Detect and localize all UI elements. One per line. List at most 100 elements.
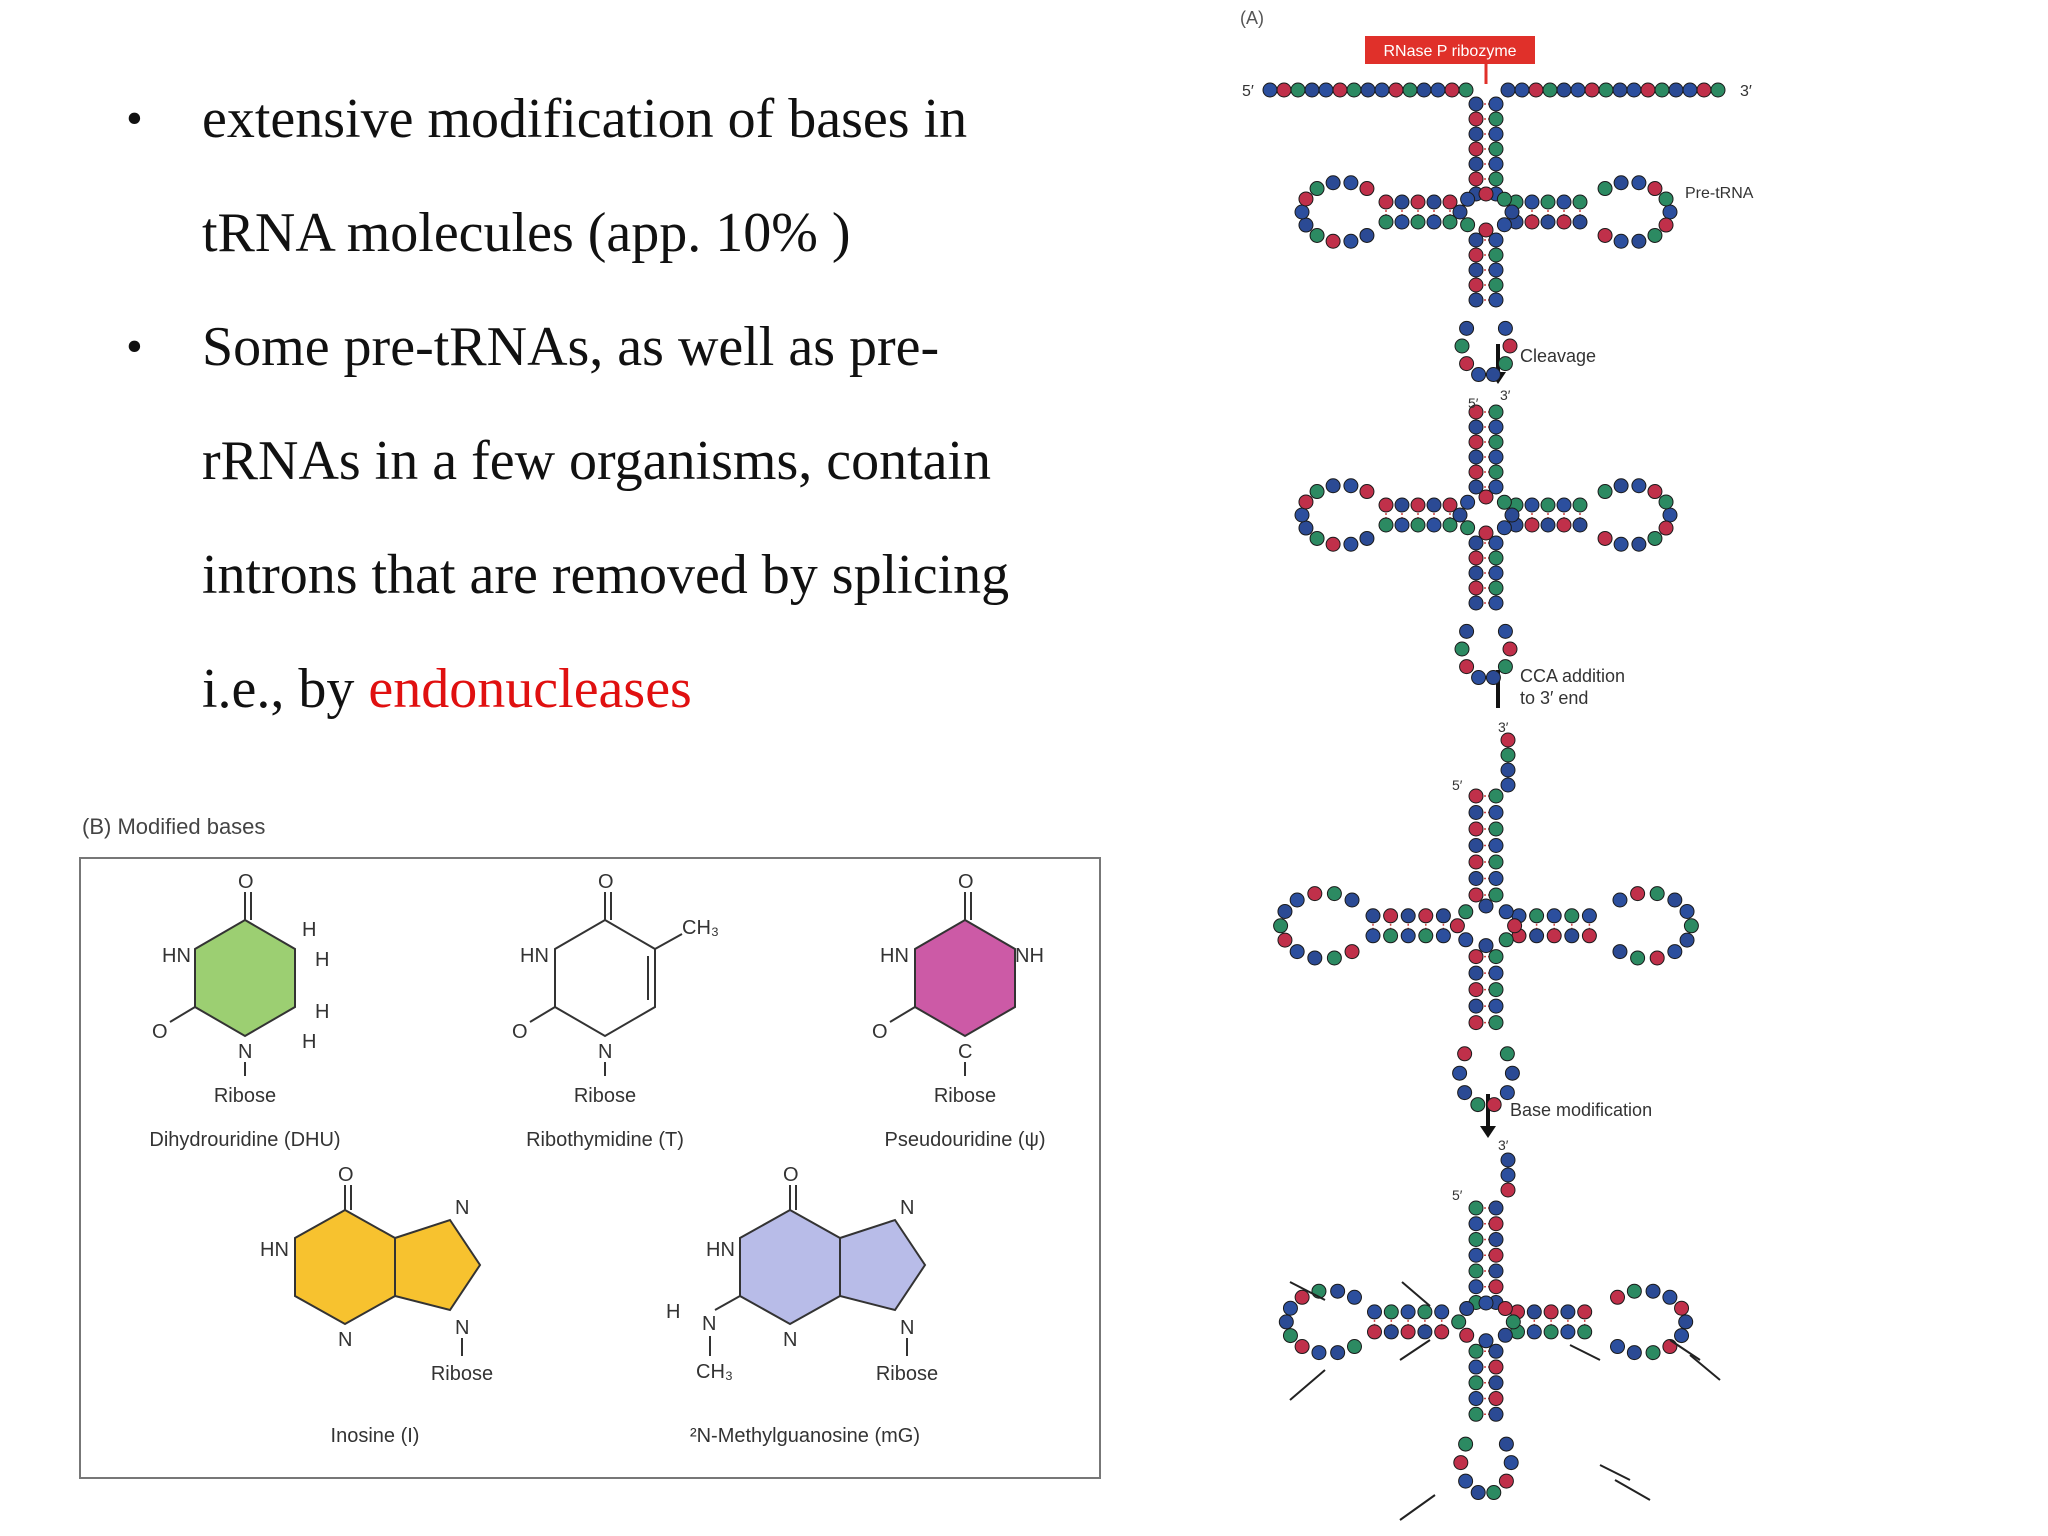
nucleotide	[1572, 194, 1588, 210]
nucleotide	[1402, 82, 1418, 98]
nucleotide	[1626, 1345, 1642, 1361]
atom-n: N	[598, 1041, 612, 1063]
nucleotide	[1400, 928, 1416, 944]
nucleotide	[1359, 181, 1375, 197]
nucleotide	[1400, 1324, 1416, 1340]
nucleotide	[1344, 892, 1360, 908]
nucleotide	[1289, 892, 1305, 908]
nucleotide	[1374, 82, 1390, 98]
three-prime-s3: 3′	[1498, 1137, 1509, 1153]
atom-n: N	[783, 1329, 797, 1351]
nucleotide	[1524, 497, 1540, 513]
nucleotide	[1434, 1324, 1450, 1340]
nucleotide	[1468, 805, 1484, 820]
nucleotide	[1488, 1232, 1504, 1247]
nucleotide	[1499, 1046, 1515, 1062]
nucleotide	[1485, 670, 1501, 686]
atom-n: N	[455, 1197, 469, 1219]
nucleotide	[1572, 214, 1588, 230]
nucleotide	[1276, 82, 1292, 98]
nucleotide	[1496, 217, 1512, 233]
nucleotide	[1504, 1065, 1520, 1081]
nucleotide	[1496, 494, 1512, 510]
nucleotide	[1452, 204, 1468, 220]
atom-c: C	[958, 1041, 972, 1063]
nucleotide	[1468, 479, 1484, 495]
nucleotide	[1488, 805, 1504, 820]
nucleotide	[1560, 1304, 1576, 1320]
nucleotide	[1442, 194, 1458, 210]
nucleotide	[1435, 908, 1451, 924]
nucleotide	[1435, 928, 1451, 944]
nucleotide	[1540, 194, 1556, 210]
ribose-label: Ribose	[934, 1085, 996, 1107]
nucleotide	[1658, 520, 1674, 536]
nucleotide	[1262, 82, 1278, 98]
nucleotide	[1309, 530, 1325, 546]
nucleotide	[1309, 181, 1325, 197]
nucleotide	[1488, 535, 1504, 551]
base-mod-label: Base modification	[1510, 1100, 1652, 1120]
nucleotide	[1468, 1359, 1484, 1375]
nucleotide	[1496, 191, 1512, 207]
nucleotide	[1365, 908, 1381, 924]
atom-o: O	[238, 871, 254, 893]
nucleotide	[1326, 950, 1342, 966]
bullet-2-line-4: i.e., by endonucleases	[202, 632, 1158, 746]
nucleotide	[1468, 126, 1484, 142]
nucleotide	[1468, 871, 1484, 886]
nucleotide	[1488, 1200, 1504, 1216]
nucleotide	[1488, 871, 1504, 886]
nucleotide	[1468, 247, 1484, 263]
atom-n: N	[238, 1041, 252, 1063]
nucleotide	[1383, 1304, 1399, 1320]
nucleotide	[1488, 580, 1504, 596]
cca-label-2: to 3′ end	[1520, 688, 1588, 708]
nucleotide	[1678, 1314, 1694, 1330]
five-prime-s3: 5′	[1452, 1187, 1463, 1203]
nucleotide	[1564, 928, 1580, 944]
nucleotide	[1289, 944, 1305, 960]
atom-n: N	[338, 1329, 352, 1351]
nucleotide	[1282, 1300, 1298, 1316]
nucleotide	[1613, 536, 1629, 552]
nucleotide	[1418, 908, 1434, 924]
nucleotide	[1400, 908, 1416, 924]
nucleotide	[1442, 517, 1458, 533]
nucleotide	[1631, 478, 1647, 494]
nucleotide	[1457, 1085, 1473, 1101]
nucleotide	[1360, 82, 1376, 98]
nucleotide	[1597, 181, 1613, 197]
nucleotide	[1543, 1324, 1559, 1340]
nucleotide	[1649, 950, 1665, 966]
panel-a-label: (A)	[1240, 8, 1264, 28]
modification-arrow	[1399, 1339, 1431, 1361]
atom-h: H	[302, 919, 316, 941]
nucleotide	[1613, 175, 1629, 191]
nucleotide	[1488, 292, 1504, 308]
modification-arrow	[1599, 1464, 1631, 1481]
nucleotide	[1500, 747, 1516, 763]
nucleotide	[1507, 918, 1523, 934]
nucleotide	[1452, 1065, 1468, 1081]
nucleotide	[1458, 1436, 1474, 1452]
nucleotide	[1478, 938, 1494, 954]
nucleotide	[1444, 82, 1460, 98]
nucleotide	[1468, 1200, 1484, 1216]
nucleotide	[1394, 517, 1410, 533]
inosine-name: Inosine (I)	[331, 1425, 420, 1447]
nucleotide	[1470, 1485, 1486, 1501]
nucleotide	[1471, 367, 1487, 383]
nucleotide	[1612, 892, 1628, 908]
nucleotide	[1581, 928, 1597, 944]
nucleotide	[1325, 478, 1341, 494]
nucleotide	[1597, 530, 1613, 546]
inosine-five-ring	[394, 1218, 482, 1312]
nucleotide	[1378, 214, 1394, 230]
nucleotide	[1542, 82, 1558, 98]
nucleotide	[1631, 233, 1647, 249]
atom-o: O	[783, 1164, 799, 1186]
nucleotide	[1273, 918, 1289, 934]
nucleotide	[1459, 356, 1475, 372]
atom-o: O	[338, 1164, 354, 1186]
